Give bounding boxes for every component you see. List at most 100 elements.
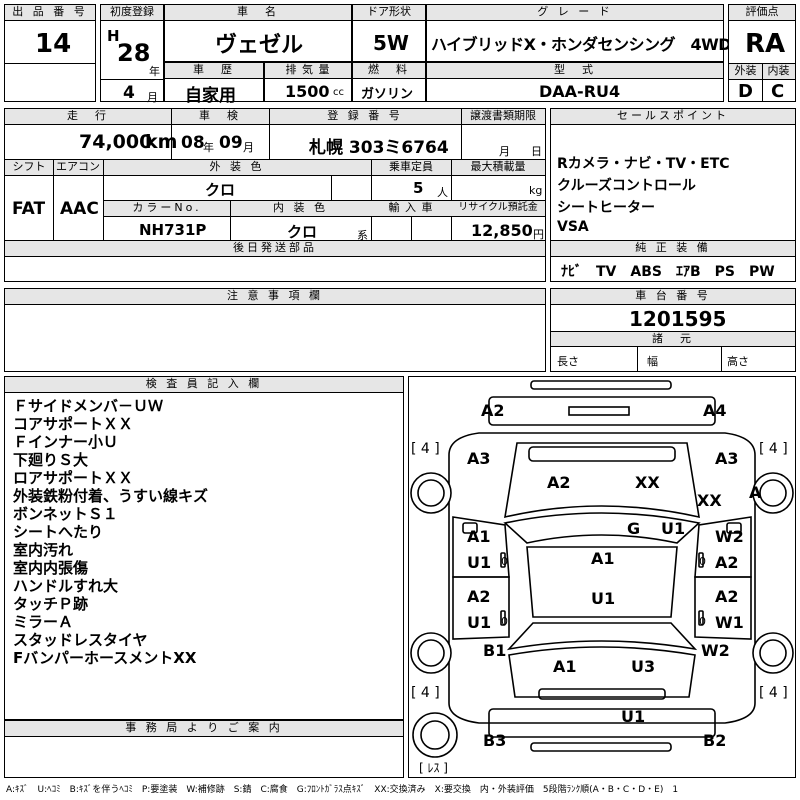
- note-item: 室内汚れ: [13, 541, 74, 559]
- damage-legend: A:ｷｽﾞ U:ﾍｺﾐ B:ｷｽﾞを伴うﾍｺﾐ P:要塗装 W:補修跡 S:錆 …: [6, 785, 679, 795]
- note-item: Ｆサイドメンバ－ＵＷ: [13, 397, 164, 415]
- label-roof: A1: [591, 549, 615, 568]
- capacity-value: 5: [413, 179, 424, 197]
- note-item: FバンパーホースメントXX: [13, 649, 197, 667]
- label-fl-door-u: U1: [467, 553, 492, 572]
- tire-rear-left: [410, 632, 452, 674]
- later-parts-header: 後日発送部品: [5, 241, 545, 257]
- label-fr-door-a: A2: [715, 553, 739, 572]
- car-diagram-box: [ 4 ] [ 4 ] [ 4 ] [ 4 ] [ ﾚｽ ] A2 A4 A3 …: [408, 376, 796, 778]
- car-diagram: [410, 380, 794, 758]
- label-fl-fender: A3: [467, 449, 491, 468]
- door-header: ドア形状: [353, 5, 425, 21]
- load-unit: kg: [529, 184, 543, 197]
- int-color-suffix: 系: [357, 229, 368, 242]
- year-unit: 年: [149, 65, 160, 78]
- type-header: 型 式: [427, 63, 723, 79]
- model-box: 車 名 ヴェゼル: [164, 4, 352, 62]
- label-rr-quarter: W2: [701, 641, 730, 660]
- note-item: コアサポートＸＸ: [13, 415, 134, 433]
- label-rl-door-a: A2: [467, 587, 491, 606]
- genuine-header: 純 正 装 備: [551, 241, 795, 257]
- note-item: ミラーＡ: [13, 613, 74, 631]
- lot-number-header: 出 品 番 号: [5, 5, 95, 21]
- month-unit: 月: [147, 91, 158, 104]
- label-front-left: A2: [481, 401, 505, 420]
- note-item: 下廻りＳ大: [13, 451, 89, 469]
- fuel-value: ガソリン: [361, 87, 414, 102]
- spec-width-label: 幅: [647, 355, 658, 368]
- tire-front-left: [410, 472, 452, 514]
- label-trunk-left: A1: [553, 657, 577, 676]
- tire-mark-fr: [ 4 ]: [759, 441, 788, 457]
- inspector-header: 検 査 員 記 入 欄: [5, 377, 403, 393]
- label-roof-u: U1: [591, 589, 616, 608]
- zero-mark-left-front: 0: [501, 555, 508, 568]
- label-rl-door-u: U1: [467, 613, 492, 632]
- model-value: ヴェゼル: [215, 33, 304, 58]
- label-rr-door-w: W1: [715, 613, 744, 632]
- tire-mark-rr: [ 4 ]: [759, 685, 788, 701]
- shift-value: FAT: [12, 199, 46, 219]
- first-reg-header: 初度登録: [101, 5, 163, 21]
- sales-point-3: シートヒーター: [557, 200, 655, 216]
- recycle-header: リサイクル預託金: [451, 201, 545, 217]
- label-fr-fender: A3: [715, 449, 739, 468]
- label-trunk-right: U3: [631, 657, 656, 676]
- label-core: XX: [697, 491, 722, 510]
- genuine-value: ﾅﾋﾞ TV ABS ｴｱB PS PW: [561, 264, 775, 280]
- capacity-header: 乗車定員: [371, 160, 451, 176]
- label-fl-door-a: A1: [467, 527, 491, 546]
- max-load-header: 最大積載量: [451, 160, 545, 176]
- km-unit: km: [145, 131, 178, 153]
- label-fr-wheel: A: [749, 483, 762, 502]
- later-parts-box: 後日発送部品: [4, 240, 546, 282]
- note-item: Ｆインナー小Ｕ: [13, 433, 119, 451]
- fuel-box: 燃 料 ガソリン: [352, 62, 426, 102]
- reg-no-value: 札幌 303ミ6764: [309, 138, 449, 158]
- year-value: 28: [117, 39, 151, 67]
- inspector-notes-list: Ｆサイドメンバ－ＵＷ コアサポートＸＸ Ｆインナー小Ｕ 下廻りＳ大 ロアサポート…: [13, 397, 208, 667]
- spec-height-label: 高さ: [727, 355, 749, 368]
- office-box: 事 務 局 よ り ご 案 内: [4, 720, 404, 778]
- label-hood-right: XX: [635, 473, 660, 492]
- history-box: 車 歴 自家用: [164, 62, 264, 106]
- zero-mark-right-rear: 0: [699, 615, 706, 628]
- cc-unit: cc: [333, 87, 344, 98]
- int-color-value: クロ: [287, 223, 318, 241]
- caution-box: 注 意 事 項 欄: [4, 288, 546, 372]
- sales-point-4: VSA: [557, 219, 589, 235]
- displacement-value: 1500: [285, 82, 330, 101]
- score-header: 評価点: [729, 5, 795, 21]
- tire-front-right: [752, 472, 794, 514]
- grade-header: グ レ ー ド: [427, 5, 723, 21]
- displacement-header: 排 気 量: [265, 63, 351, 79]
- spec-length-label: 長さ: [557, 355, 579, 368]
- note-item: 室内内張傷: [13, 559, 89, 577]
- spare-less-mark: [ ﾚｽ ]: [419, 761, 448, 775]
- sales-point-2: クルーズコントロール: [557, 178, 696, 194]
- tire-mark-rl: [ 4 ]: [411, 685, 440, 701]
- inspection-month-unit: 月: [243, 141, 254, 154]
- label-front-right: A4: [703, 401, 727, 420]
- label-fr-door-w: W2: [715, 527, 744, 546]
- era-value: H: [107, 27, 120, 45]
- ext-color-header: 外 装 色: [103, 160, 371, 176]
- reg-no-header: 登 録 番 号: [269, 109, 461, 125]
- note-item: タッチＰ跡: [13, 595, 89, 613]
- specs-header: 諸 元: [551, 331, 795, 347]
- inspector-box: 検 査 員 記 入 欄 Ｆサイドメンバ－ＵＷ コアサポートＸＸ Ｆインナー小Ｕ …: [4, 376, 404, 720]
- inspection-header: 車 検: [171, 109, 269, 125]
- interior-grade-header: 内装: [762, 64, 795, 80]
- fuel-header: 燃 料: [353, 63, 425, 79]
- label-rear-left: B3: [483, 731, 507, 750]
- tire-spare: [412, 712, 458, 758]
- interior-grade-value: C: [771, 81, 785, 102]
- note-item: シートへたり: [13, 523, 104, 541]
- month-value: 4: [123, 83, 135, 103]
- ac-header: エアコン: [53, 160, 103, 176]
- note-item: 外装鉄粉付着、うすい線キズ: [13, 487, 209, 505]
- color-no-value: NH731P: [139, 221, 207, 239]
- type-box: 型 式 DAA-RU4: [426, 62, 724, 102]
- label-rl-quarter: B1: [483, 641, 507, 660]
